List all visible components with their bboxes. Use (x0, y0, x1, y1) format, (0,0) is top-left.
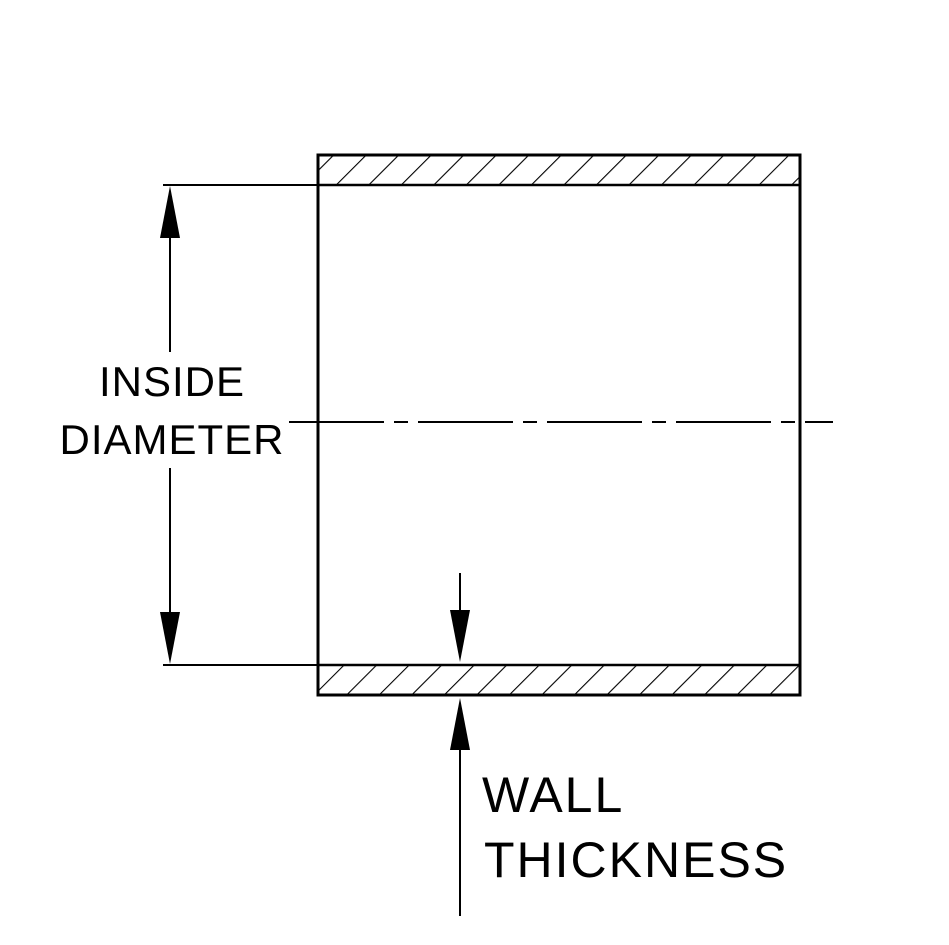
wall-thickness-label-line1: WALL (482, 767, 624, 823)
dimension-arrow-down (160, 612, 180, 664)
wall-thickness-arrow-up (450, 698, 470, 750)
wall-thickness-arrow-down (450, 610, 470, 662)
wall-thickness-label-line2: THICKNESS (484, 832, 788, 888)
top-wall-hatch (318, 155, 800, 185)
inside-diameter-label-line2: DIAMETER (59, 416, 284, 463)
bottom-wall-hatch (318, 665, 800, 695)
tube-outline (316, 153, 802, 697)
inside-diameter-label-line1: INSIDE (99, 358, 245, 405)
dimension-arrow-up (160, 186, 180, 238)
